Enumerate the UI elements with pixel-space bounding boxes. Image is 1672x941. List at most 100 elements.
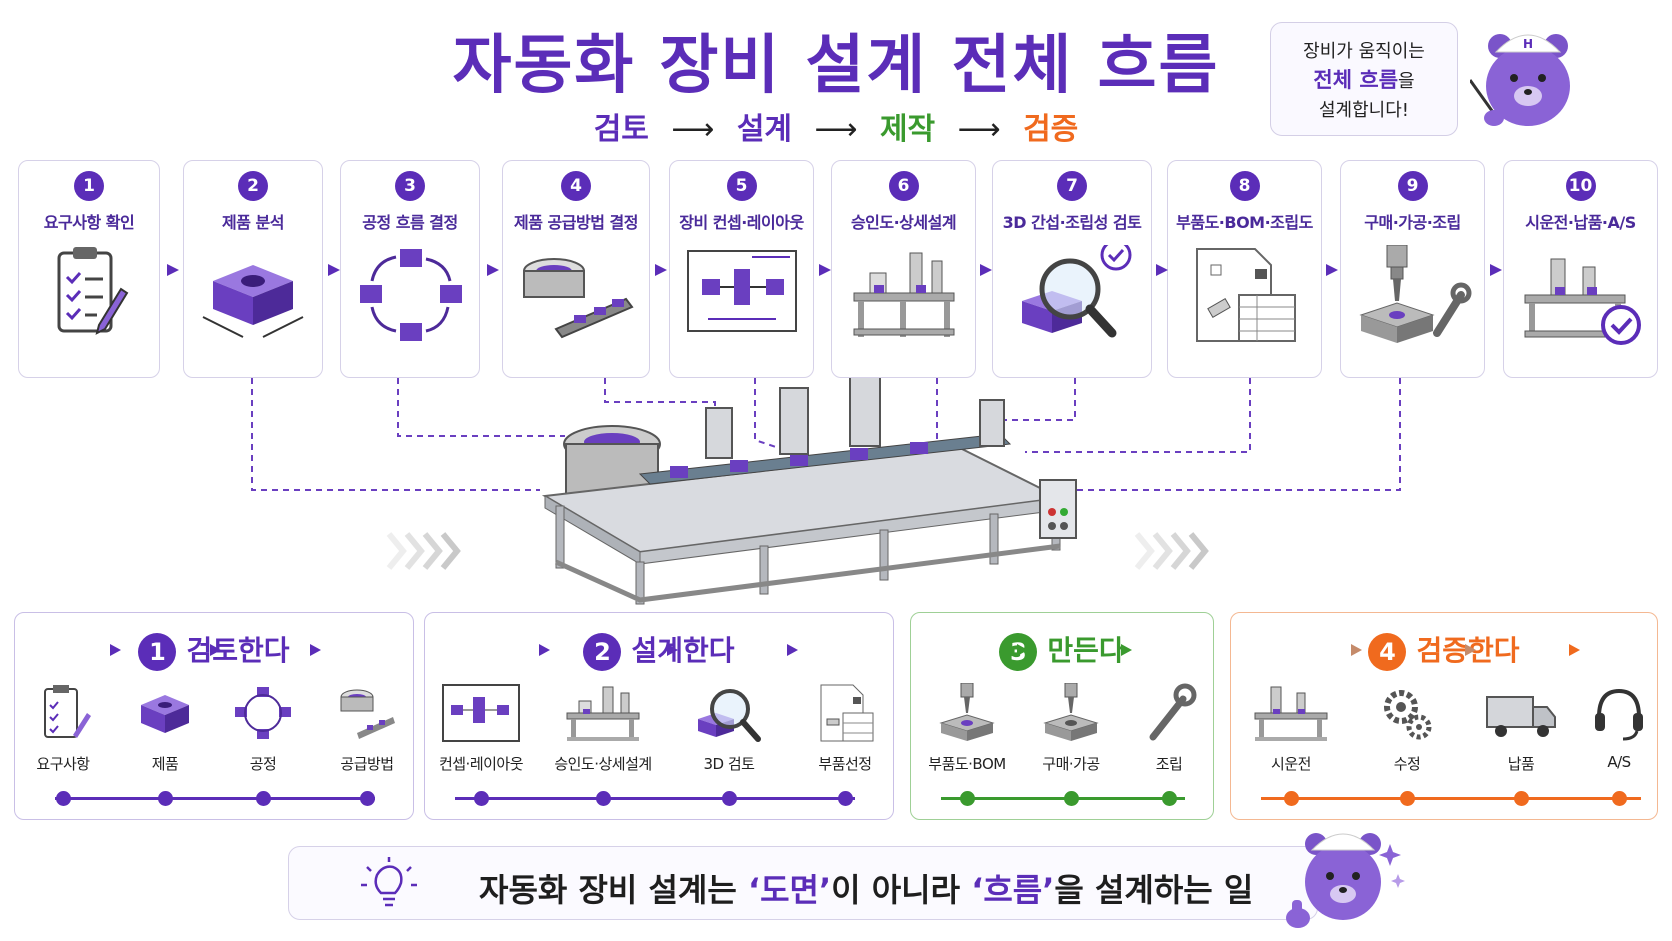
phase-arrow-icon — [1569, 644, 1580, 656]
summary-text: 자동화 장비 설계는 — [479, 871, 748, 909]
phase-item-label: A/S — [1607, 753, 1631, 771]
phase-item: 3D 검토 — [674, 683, 784, 774]
truck-icon — [1486, 696, 1556, 737]
phase-timeline — [55, 797, 375, 800]
summary-highlight-drawing: ‘도면’ — [747, 871, 832, 909]
product-block-icon — [202, 265, 304, 338]
step-card-9[interactable]: 9 구매·가공·조립 — [1340, 160, 1485, 378]
machine-icon — [1254, 686, 1328, 741]
bubble-line-2-suffix: 을 — [1398, 71, 1415, 92]
step-label: 시운전·납품·A/S — [1525, 213, 1636, 232]
process-cycle-icon — [235, 687, 291, 739]
timeline-dot — [1284, 791, 1299, 806]
phase-title: 4검증한다 — [1231, 629, 1657, 671]
phase-item: 수정 — [1352, 683, 1462, 774]
timeline-dot — [256, 791, 271, 806]
step-arrow-icon — [1156, 264, 1168, 276]
step-label: 부품도·BOM·조립도 — [1176, 213, 1313, 232]
step-number: 10 — [1565, 171, 1596, 201]
timeline-dot — [1612, 791, 1627, 806]
summary-text: 을 설계하는 일 — [1054, 871, 1254, 909]
step-card-5[interactable]: 5 장비 컨셉·레이아웃 — [669, 160, 814, 378]
phase-card-review[interactable]: 1 검토한다 요구사항 제품 공정 공급방법 — [14, 612, 414, 820]
summary-banner: 자동화 장비 설계는 ‘도면’이 아니라 ‘흐름’을 설계하는 일 — [288, 846, 1318, 920]
clipboard-icon — [57, 247, 129, 335]
step-label: 제품 공급방법 결정 — [514, 213, 638, 232]
layout-diagram-icon — [442, 684, 520, 742]
phase-card-make[interactable]: 3만든다 부품도·BOM 구매·가공 조립 — [910, 612, 1214, 820]
phase-item: 납품 — [1466, 683, 1576, 774]
phase-design-label: 설계 — [736, 112, 793, 147]
summary-text: 이 아니라 — [831, 871, 972, 909]
step-label: 공정 흐름 결정 — [362, 213, 458, 232]
phase-item: 공정 — [208, 683, 318, 774]
phase-arrow-icon — [310, 644, 321, 656]
phase-item-label: 컨셉·레이아웃 — [438, 755, 524, 773]
drawing-sheet-icon — [820, 684, 874, 742]
phase-item-label: 요구사항 — [36, 755, 90, 773]
step-label: 제품 분석 — [222, 213, 284, 232]
drill-icon — [1043, 683, 1099, 741]
drill-wrench-icon — [1358, 245, 1471, 343]
svg-text:H: H — [1523, 37, 1533, 51]
phase-title: 3만든다 — [911, 629, 1213, 671]
phase-item-label: 부품선정 — [818, 755, 872, 773]
step-arrow-icon — [655, 264, 667, 276]
phase-number: 4 — [1368, 633, 1407, 671]
phase-item-label: 공급방법 — [340, 755, 394, 773]
step-card-1[interactable]: 1 요구사항 확인 — [18, 160, 160, 378]
phase-review-label: 검토 — [593, 112, 649, 147]
phase-item-label: 구매·가공 — [1042, 755, 1100, 773]
phase-arrow-icon — [1351, 644, 1362, 656]
bear-thumbs-up-icon — [1286, 833, 1405, 928]
phase-number: 1 — [138, 633, 177, 671]
chevrons-left-icon — [386, 532, 461, 570]
timeline-dot — [722, 791, 737, 806]
step-card-4[interactable]: 4 제품 공급방법 결정 — [502, 160, 650, 378]
phase-item: 제품 — [110, 683, 220, 774]
step-number: 1 — [74, 171, 104, 201]
chevrons-right-icon — [1134, 532, 1209, 570]
phase-item: 조립 — [1114, 683, 1224, 774]
phase-arrow-icon — [210, 644, 221, 656]
step-card-3[interactable]: 3 공정 흐름 결정 — [340, 160, 480, 378]
timeline-dot — [360, 791, 375, 806]
phase-item: 시운전 — [1236, 683, 1346, 774]
lightbulb-icon — [361, 857, 417, 907]
bear-mascot-icon: H — [1470, 34, 1570, 126]
summary-highlight-flow: ‘흐름’ — [971, 871, 1055, 909]
step-card-2[interactable]: 2 제품 분석 — [183, 160, 323, 378]
phase-arrow: ⟶ — [957, 112, 1001, 147]
product-block-icon — [141, 695, 189, 733]
clipboard-icon — [44, 685, 91, 738]
timeline-dot — [1162, 791, 1177, 806]
timeline-dot — [838, 791, 853, 806]
bubble-line-3: 설계합니다! — [1318, 100, 1409, 121]
step-card-10[interactable]: 10 시운전·납품·A/S — [1503, 160, 1658, 378]
phase-title-text: 검토한다 — [186, 634, 290, 667]
step-card-6[interactable]: 6 승인도·상세설계 — [831, 160, 976, 378]
timeline-dot — [1514, 791, 1529, 806]
phase-item: 컨셉·레이아웃 — [426, 683, 536, 774]
phase-item: 구매·가공 — [1016, 683, 1126, 774]
phase-title: 1 검토한다 — [15, 629, 413, 671]
central-machine-illustration — [251, 378, 1401, 605]
step-card-7[interactable]: 7 3D 간섭·조립성 검토 — [992, 160, 1152, 378]
phase-item: 요구사항 — [8, 683, 118, 774]
timeline-dot — [474, 791, 489, 806]
step-arrow-icon — [487, 264, 499, 276]
phase-timeline — [1261, 797, 1641, 800]
step-label: 장비 컨셉·레이아웃 — [679, 213, 804, 232]
phase-make-label: 제작 — [879, 112, 936, 147]
phase-item: 부품선정 — [790, 683, 900, 774]
headset-icon — [1595, 688, 1643, 741]
phase-arrow-icon — [667, 644, 678, 656]
step-card-8[interactable]: 8 부품도·BOM·조립도 — [1167, 160, 1322, 378]
phase-card-verify[interactable]: 4검증한다 시운전 수정 납품 A/S — [1230, 612, 1658, 820]
magnifier-icon — [698, 689, 761, 742]
phase-arrow-icon — [539, 644, 550, 656]
step-label: 승인도·상세설계 — [850, 213, 957, 232]
step-arrow-icon — [1490, 264, 1502, 276]
phase-item-label: 제품 — [151, 755, 179, 773]
